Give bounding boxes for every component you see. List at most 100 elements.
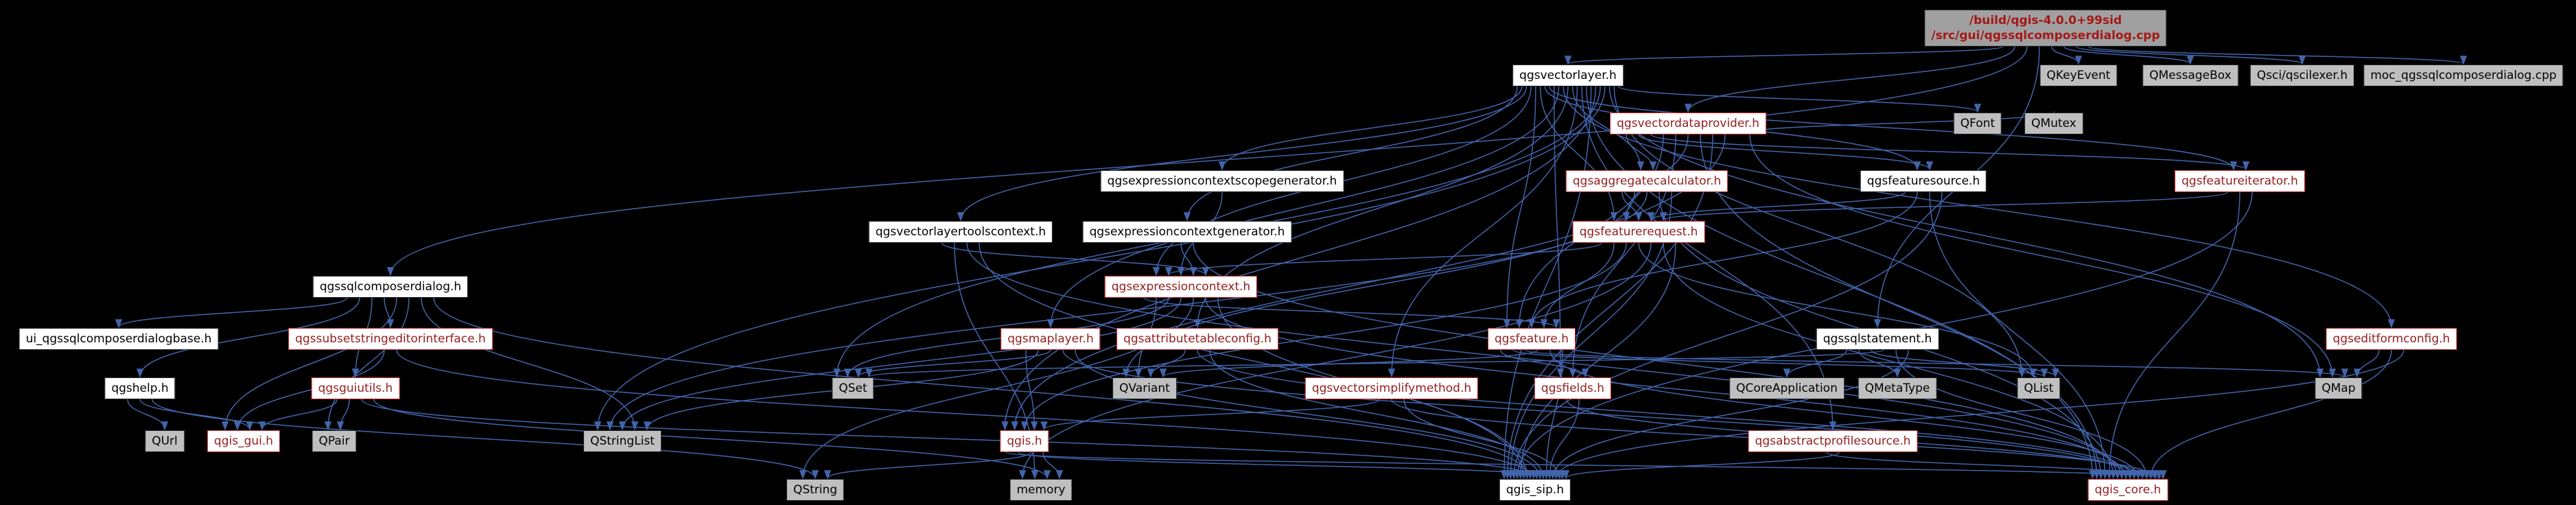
- graph-node-qfont: QFont: [1953, 112, 2002, 135]
- edge-featurerequest-qgiscore: [1663, 242, 2117, 480]
- graph-node-qscilexer: Qsci/qscilexer.h: [2249, 64, 2355, 87]
- graph-node-qstringlist: QStringList: [583, 430, 661, 453]
- graph-node-qvariant: QVariant: [1112, 377, 1177, 400]
- edge-attrtableconfig-qvariant: [1147, 349, 1186, 378]
- graph-node-aggregatecalc[interactable]: qgsaggregatecalculator.h: [1565, 169, 1729, 193]
- graph-node-qgissip[interactable]: qgis_sip.h: [1499, 478, 1571, 502]
- graph-node-contextgen[interactable]: qgsexpressioncontextgenerator.h: [1082, 220, 1292, 244]
- graph-node-line: /src/gui/qgssqlcomposerdialog.cpp: [1931, 29, 2160, 43]
- graph-node-moc: moc_qgssqlcomposerdialog.cpp: [2363, 64, 2564, 87]
- edge-attrtableconfig-qgissip: [1209, 349, 1547, 480]
- edge-guiutils-qgissip: [361, 399, 1541, 480]
- edge-featureiterator-featurerequest: [1660, 191, 2228, 222]
- edge-feature-qlist: [1512, 349, 2048, 378]
- edge-guiutils-memory: [373, 399, 1051, 480]
- graph-node-featuresource[interactable]: qgsfeaturesource.h: [1860, 169, 1987, 193]
- edge-sqlcomposerdialog-help: [136, 297, 360, 378]
- edge-attrtableconfig-qgiscore: [1197, 349, 2138, 480]
- edge-maplayer-qgiscore: [1062, 349, 2134, 480]
- graph-node-guiutils[interactable]: qgsguiutils.h: [311, 377, 400, 400]
- edge-vectorlayer-feature: [1503, 86, 1536, 329]
- edge-aggregatecalc-qgissip: [1507, 191, 1672, 480]
- graph-node-subsetstring[interactable]: qgssubsetstringeditorinterface.h: [288, 327, 493, 351]
- graph-node-featureiterator[interactable]: qgsfeatureiterator.h: [2175, 169, 2305, 193]
- graph-node-messagebox: QMessageBox: [2142, 64, 2238, 87]
- edge-sqlcomposerdialog-qpair: [324, 297, 410, 431]
- graph-node-qmutex: QMutex: [2024, 112, 2083, 135]
- edge-vectorlayer-qfont: [1618, 86, 1981, 113]
- edge-vectorlayer-fields: [1554, 86, 1565, 378]
- edge-featuresource-feature: [1527, 191, 1918, 329]
- edge-vectorlayer-aggregatecalc: [1571, 86, 1645, 171]
- edge-vectordataprovider-qmap: [1749, 134, 2337, 378]
- graph-node-maplayer[interactable]: qgsmaplayer.h: [1000, 327, 1101, 351]
- edge-editformconfig-qgissip: [1552, 349, 2404, 480]
- edge-qgish-qstring: [823, 451, 1031, 480]
- graph-node-qstring: QString: [786, 478, 845, 502]
- graph-node-profilesource[interactable]: qgsabstractprofilesource.h: [1748, 430, 1918, 453]
- edge-profilesource-qgissip: [1562, 451, 1840, 480]
- edge-sqlcomposerdialog-subsetstring: [384, 297, 395, 329]
- edge-sqlcomposerdialog-qstringlist: [421, 297, 639, 431]
- edge-feature-qgissip: [1543, 349, 1563, 480]
- edge-sqlcomposerdialog-qgisgui: [221, 297, 397, 431]
- graph-node-qgisgui[interactable]: qgis_gui.h: [207, 430, 281, 453]
- graph-node-vectorlayer[interactable]: qgsvectorlayer.h: [1512, 64, 1624, 87]
- edge-cpp-keyevent: [2051, 46, 2083, 65]
- edge-vectordataprovider-aggregatecalc: [1626, 134, 1657, 171]
- graph-node-toolscontext[interactable]: qgsvectorlayertoolscontext.h: [868, 220, 1053, 244]
- graph-node-line: /build/qgis-4.0.0+99sid: [1969, 13, 2122, 27]
- edge-cpp-sqlcomposerdialog: [386, 46, 2028, 277]
- graph-node-sqlcomposerdialog[interactable]: qgssqlcomposerdialog.h: [312, 275, 469, 298]
- edge-featuresource-featurerequest: [1647, 191, 1906, 222]
- edge-feature-fields: [1500, 349, 1589, 378]
- edge-vectorlayer-maplayer: [1046, 86, 1560, 329]
- edge-expressioncontext-qstringlist: [618, 297, 1182, 431]
- edge-profilesource-qgiscore: [1826, 451, 2167, 480]
- graph-node-sqlstatement[interactable]: qgssqlstatement.h: [1816, 327, 1939, 351]
- edge-contextgen-qgiscore: [1193, 242, 2122, 480]
- edge-vectorlayer-qgish: [1001, 86, 1597, 431]
- graph-node-help[interactable]: qgshelp.h: [104, 377, 176, 400]
- graph-node-qmap: QMap: [2315, 377, 2363, 400]
- edge-help-qstring: [152, 399, 819, 480]
- graph-node-editformconfig[interactable]: qgseditformconfig.h: [2326, 327, 2457, 351]
- edge-qgish-qgissip: [1018, 451, 1567, 480]
- graph-node-expressioncontext[interactable]: qgsexpressioncontext.h: [1104, 275, 1258, 298]
- edge-vectorlayer-featurerequest: [1539, 86, 1618, 222]
- graph-node-simplifymethod[interactable]: qgsvectorsimplifymethod.h: [1304, 377, 1479, 400]
- graph-node-qgiscore[interactable]: qgis_core.h: [2087, 478, 2168, 502]
- graph-node-attrtableconfig[interactable]: qgsattributetableconfig.h: [1116, 327, 1278, 351]
- edge-qgish-memory: [1042, 451, 1064, 480]
- graph-node-qgish[interactable]: qgis.h: [1000, 430, 1049, 453]
- edge-vectordataprovider-qgissip: [1503, 134, 1713, 480]
- edge-featureiterator-qgiscore: [2105, 191, 2240, 480]
- graph-node-featurerequest[interactable]: qgsfeaturerequest.h: [1572, 220, 1705, 244]
- graph-node-uibase[interactable]: ui_qgssqlcomposerdialogbase.h: [19, 327, 219, 351]
- graph-node-keyevent: QKeyEvent: [2039, 64, 2118, 87]
- edge-featurerequest-expressioncontext: [1165, 242, 1602, 277]
- edge-toolscontext-expressioncontext: [941, 242, 1210, 277]
- graph-node-scopegen[interactable]: qgsexpressioncontextscopegenerator.h: [1100, 169, 1344, 193]
- edge-featurerequest-qlist: [1638, 242, 2037, 378]
- edge-sqlcomposerdialog-qgissip: [433, 297, 1534, 480]
- graph-node-qpair: QPair: [312, 430, 357, 453]
- edge-editformconfig-qgiscore: [2147, 349, 2392, 480]
- graph-node-vectordataprovider[interactable]: qgsvectordataprovider.h: [1610, 112, 1766, 135]
- graph-node-qset: QSet: [832, 377, 874, 400]
- edge-feature-qgiscore: [1549, 349, 2142, 480]
- edge-vectorlayer-qstringlist: [594, 86, 1606, 431]
- edge-feature-qmap: [1525, 349, 2348, 378]
- edge-cpp-vectorlayer: [1565, 46, 2003, 65]
- edge-featuresource-qgissip: [1510, 191, 1943, 480]
- graph-node-feature[interactable]: qgsfeature.h: [1488, 327, 1576, 351]
- edge-sqlstatement-qgiscore: [1895, 349, 2151, 480]
- graph-node-qcoreapp: QCoreApplication: [1729, 377, 1845, 400]
- edge-guiutils-qpair: [336, 399, 350, 431]
- graph-node-fields[interactable]: qgsfields.h: [1534, 377, 1612, 400]
- graph-node-cpp: /build/qgis-4.0.0+99sid/src/gui/qgssqlco…: [1924, 9, 2167, 47]
- edge-sqlstatement-qlist: [1871, 349, 2059, 378]
- edge-cpp-qscilexer: [2076, 46, 2306, 65]
- edge-contextgen-expressioncontext: [1180, 242, 1197, 277]
